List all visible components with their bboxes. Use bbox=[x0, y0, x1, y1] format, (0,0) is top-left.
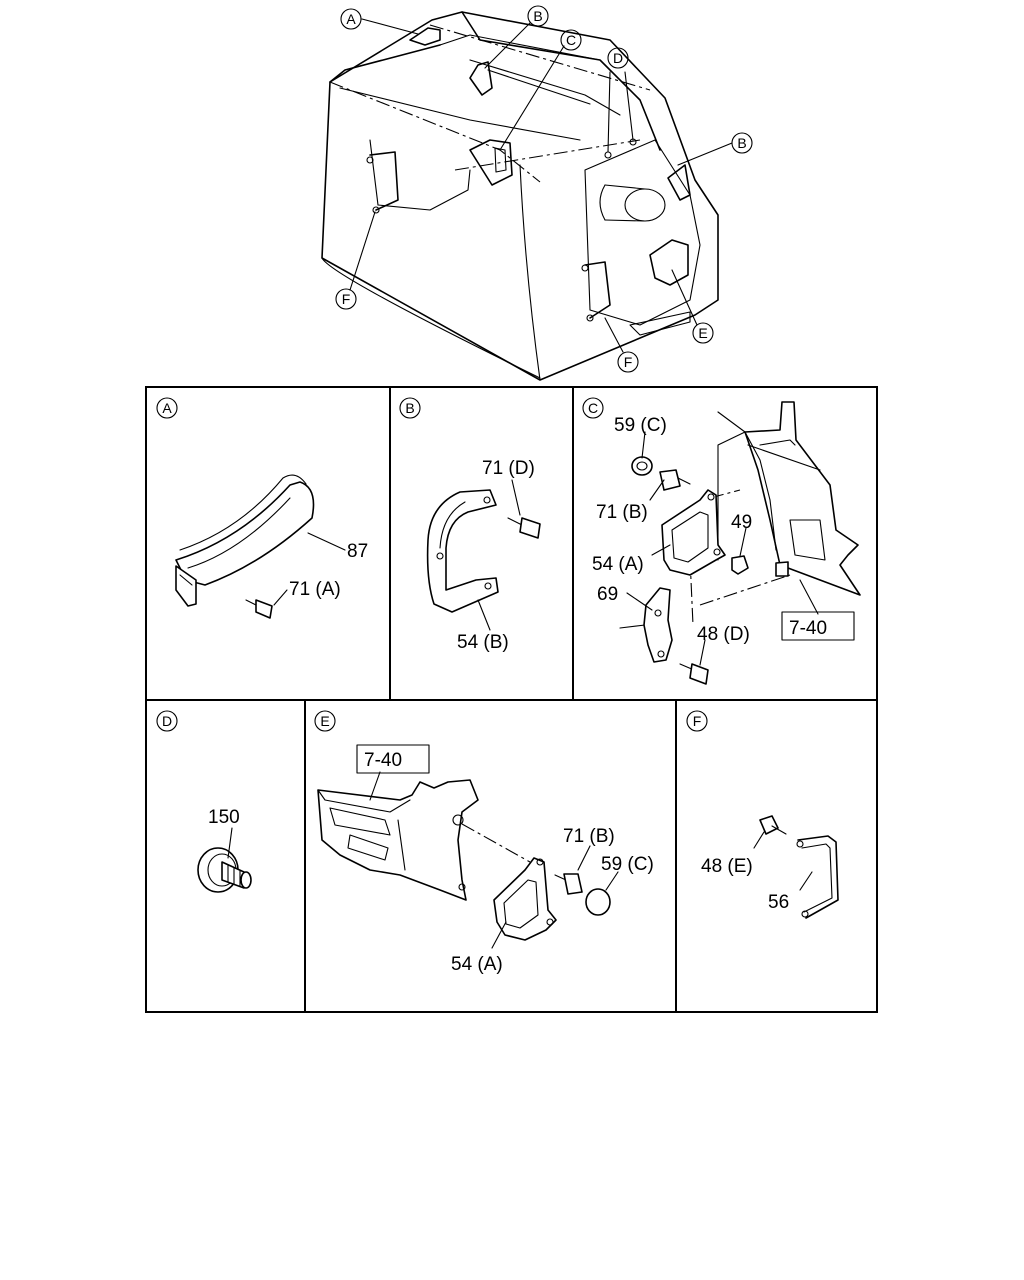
label-49: 49 bbox=[731, 512, 752, 533]
bolt-71b bbox=[659, 469, 691, 491]
label-54b: 54 (B) bbox=[457, 632, 509, 653]
overview-cab-drawing bbox=[321, 11, 733, 381]
bolt-48e bbox=[759, 815, 787, 835]
handle-56 bbox=[796, 835, 839, 919]
bolt-71d bbox=[507, 517, 541, 539]
label-71b: 71 (B) bbox=[596, 502, 648, 523]
callout-c: C bbox=[566, 32, 576, 48]
clip-150 bbox=[197, 847, 252, 893]
callout-a: A bbox=[346, 11, 356, 27]
overview-callouts: A B C D B E F F bbox=[335, 5, 753, 373]
label-54a: 54 (A) bbox=[592, 554, 644, 575]
panel-f-letter: F bbox=[693, 713, 702, 729]
ref-7-40-c: 7-40 bbox=[789, 618, 827, 639]
panel-a: A 87 71 (A) bbox=[156, 397, 368, 619]
label-69: 69 bbox=[597, 584, 618, 605]
panel-c-letter: C bbox=[588, 400, 598, 416]
ref-7-40-e: 7-40 bbox=[364, 750, 402, 771]
bolt-48d bbox=[679, 663, 709, 685]
detail-panel-grid bbox=[145, 386, 878, 1013]
label-71a: 71 (A) bbox=[289, 579, 341, 600]
grommet-59c bbox=[631, 456, 653, 476]
callout-f-left: F bbox=[342, 291, 351, 307]
nut-49 bbox=[731, 555, 749, 575]
panel-d-letter: D bbox=[162, 713, 172, 729]
grab-handle-87 bbox=[175, 474, 315, 607]
callout-b-top: B bbox=[533, 8, 542, 24]
callout-b-right: B bbox=[737, 135, 746, 151]
label-59c: 59 (C) bbox=[614, 415, 667, 436]
panel-d: D 150 bbox=[156, 710, 252, 893]
label-59c-e: 59 (C) bbox=[601, 854, 654, 875]
bolt-71b-e bbox=[554, 873, 583, 895]
side-panel-7-40 bbox=[744, 401, 861, 596]
grommet-59c-e bbox=[585, 888, 611, 916]
label-71b-e: 71 (B) bbox=[563, 826, 615, 847]
label-48d: 48 (D) bbox=[697, 624, 750, 645]
label-150: 150 bbox=[208, 807, 240, 828]
label-87: 87 bbox=[347, 541, 368, 562]
panel-e-letter: E bbox=[320, 713, 329, 729]
panel-b: B 71 (D) 54 (B) bbox=[399, 397, 541, 653]
bolt-71a bbox=[245, 599, 273, 619]
panel-a-letter: A bbox=[162, 400, 172, 416]
callout-d: D bbox=[613, 50, 623, 66]
label-56: 56 bbox=[768, 892, 789, 913]
label-54a-e: 54 (A) bbox=[451, 954, 503, 975]
handle-54b bbox=[426, 489, 499, 613]
panel-b-letter: B bbox=[405, 400, 414, 416]
side-panel-7-40-e bbox=[317, 779, 479, 901]
panel-e: E 7-40 71 (B) 59 (C) bbox=[314, 710, 654, 975]
panel-f: F 48 (E) 56 bbox=[686, 710, 839, 919]
callout-f-right: F bbox=[624, 354, 633, 370]
handle-54a bbox=[661, 489, 726, 576]
label-48e: 48 (E) bbox=[701, 856, 753, 877]
handle-54a-e bbox=[493, 857, 557, 941]
plate-69 bbox=[643, 587, 673, 663]
label-71d: 71 (D) bbox=[482, 458, 535, 479]
panel-c: C bbox=[582, 397, 861, 685]
callout-e: E bbox=[698, 325, 707, 341]
